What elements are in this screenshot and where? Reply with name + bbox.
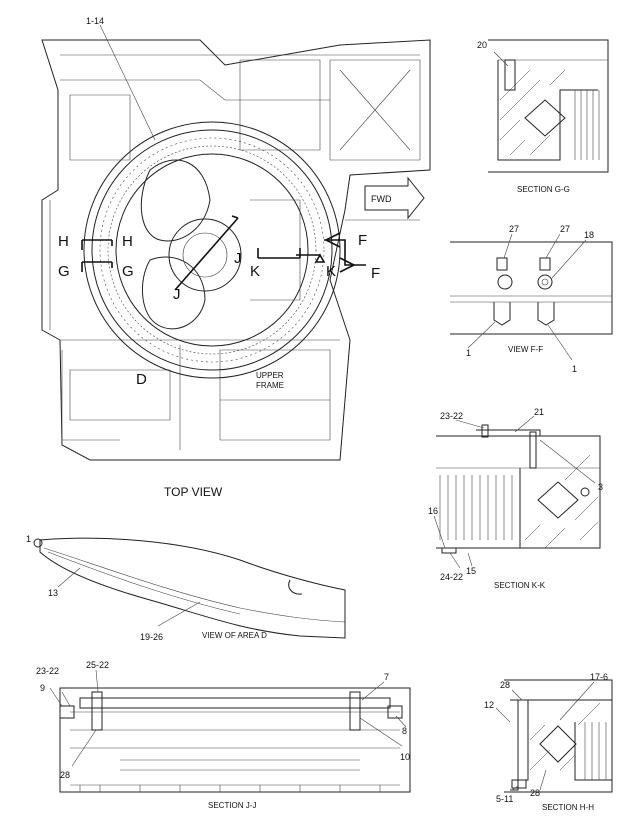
kk-callout-3: 3 (598, 482, 603, 492)
jj-callout-9: 9 (40, 683, 45, 693)
section-gg (488, 39, 609, 173)
ff-callout-1-left: 1 (466, 348, 471, 358)
kk-callout-21: 21 (534, 407, 544, 417)
jj-callout-25-22: 25-22 (86, 660, 109, 670)
jj-callout-8: 8 (402, 726, 407, 736)
hh-callout-12: 12 (484, 700, 494, 710)
hh-callout-5-11: 5-11 (496, 794, 513, 804)
view-ff (450, 233, 613, 361)
section-mark-g-right: G (122, 263, 134, 280)
top-view-caption: TOP VIEW (164, 485, 223, 499)
ff-callout-27-right: 27 (560, 224, 570, 234)
view-ff-caption: VIEW F-F (508, 345, 543, 354)
gg-callout-20: 20 (477, 40, 487, 50)
section-kk-caption: SECTION K-K (494, 581, 546, 590)
section-jj-caption: SECTION J-J (208, 801, 256, 810)
area-d-callout-1: 1 (26, 534, 31, 544)
view-area-d (33, 537, 346, 639)
area-d-caption: VIEW OF AREA D (202, 631, 267, 640)
area-d-label: D (136, 371, 147, 388)
hh-callout-28-top: 28 (500, 680, 510, 690)
section-kk (433, 415, 601, 569)
section-mark-h-left: H (58, 233, 69, 250)
area-d-callout-19-26: 19-26 (140, 632, 163, 642)
upper-frame-label-line2: FRAME (256, 381, 284, 390)
kk-callout-16: 16 (428, 506, 438, 516)
kk-callout-15: 15 (466, 566, 476, 576)
hh-callout-17-6: 17-6 (590, 672, 608, 682)
section-mark-g-left: G (58, 263, 70, 280)
section-mark-k-left: K (250, 263, 260, 280)
kk-callout-23-22: 23-22 (440, 411, 463, 421)
section-hh-caption: SECTION H-H (542, 803, 594, 812)
section-mark-h-right: H (122, 233, 133, 250)
ff-callout-27-left: 27 (509, 224, 519, 234)
top-view (41, 24, 431, 461)
jj-callout-10: 10 (400, 752, 410, 762)
section-hh (495, 679, 613, 793)
section-gg-caption: SECTION G-G (517, 185, 570, 194)
section-mark-j-bottom: J (173, 286, 181, 303)
ff-callout-18: 18 (584, 230, 594, 240)
section-mark-k-right: K (326, 263, 336, 280)
callout-1-14: 1-14 (86, 16, 104, 26)
section-jj (49, 669, 411, 793)
section-mark-j-top: J (234, 250, 242, 267)
jj-callout-23-22: 23-22 (36, 666, 59, 676)
hh-callout-28-bottom: 28 (530, 788, 540, 798)
fwd-label: FWD (371, 194, 392, 204)
ff-callout-1-right: 1 (572, 364, 577, 374)
jj-callout-7: 7 (384, 672, 389, 682)
jj-callout-28: 28 (60, 770, 70, 780)
upper-frame-label-line1: UPPER (256, 371, 284, 380)
section-mark-f-bottom: F (371, 265, 380, 282)
section-mark-f-top: F (358, 232, 367, 249)
kk-callout-24-22: 24-22 (440, 572, 463, 582)
area-d-callout-13: 13 (48, 588, 58, 598)
